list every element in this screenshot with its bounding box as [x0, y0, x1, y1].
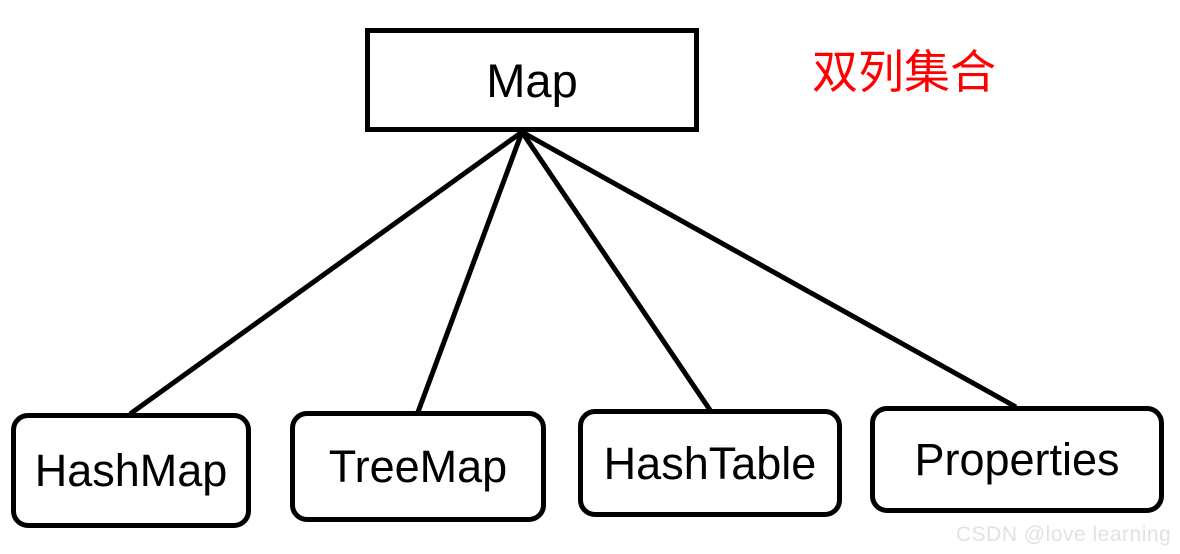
- edge-map-to-treemap: [415, 131, 525, 413]
- edge-map-to-hashtable: [519, 130, 713, 412]
- edge-map-to-hashmap: [128, 129, 524, 417]
- annotation-label: 双列集合: [812, 45, 996, 99]
- node-hashtable[interactable]: HashTable: [578, 409, 842, 517]
- node-map[interactable]: Map: [365, 28, 699, 132]
- watermark: CSDN @love learning: [956, 523, 1172, 546]
- node-hashmap[interactable]: HashMap: [11, 413, 251, 528]
- edge-map-to-properties: [520, 129, 1018, 410]
- node-treemap[interactable]: TreeMap: [290, 411, 546, 522]
- node-properties[interactable]: Properties: [870, 406, 1164, 513]
